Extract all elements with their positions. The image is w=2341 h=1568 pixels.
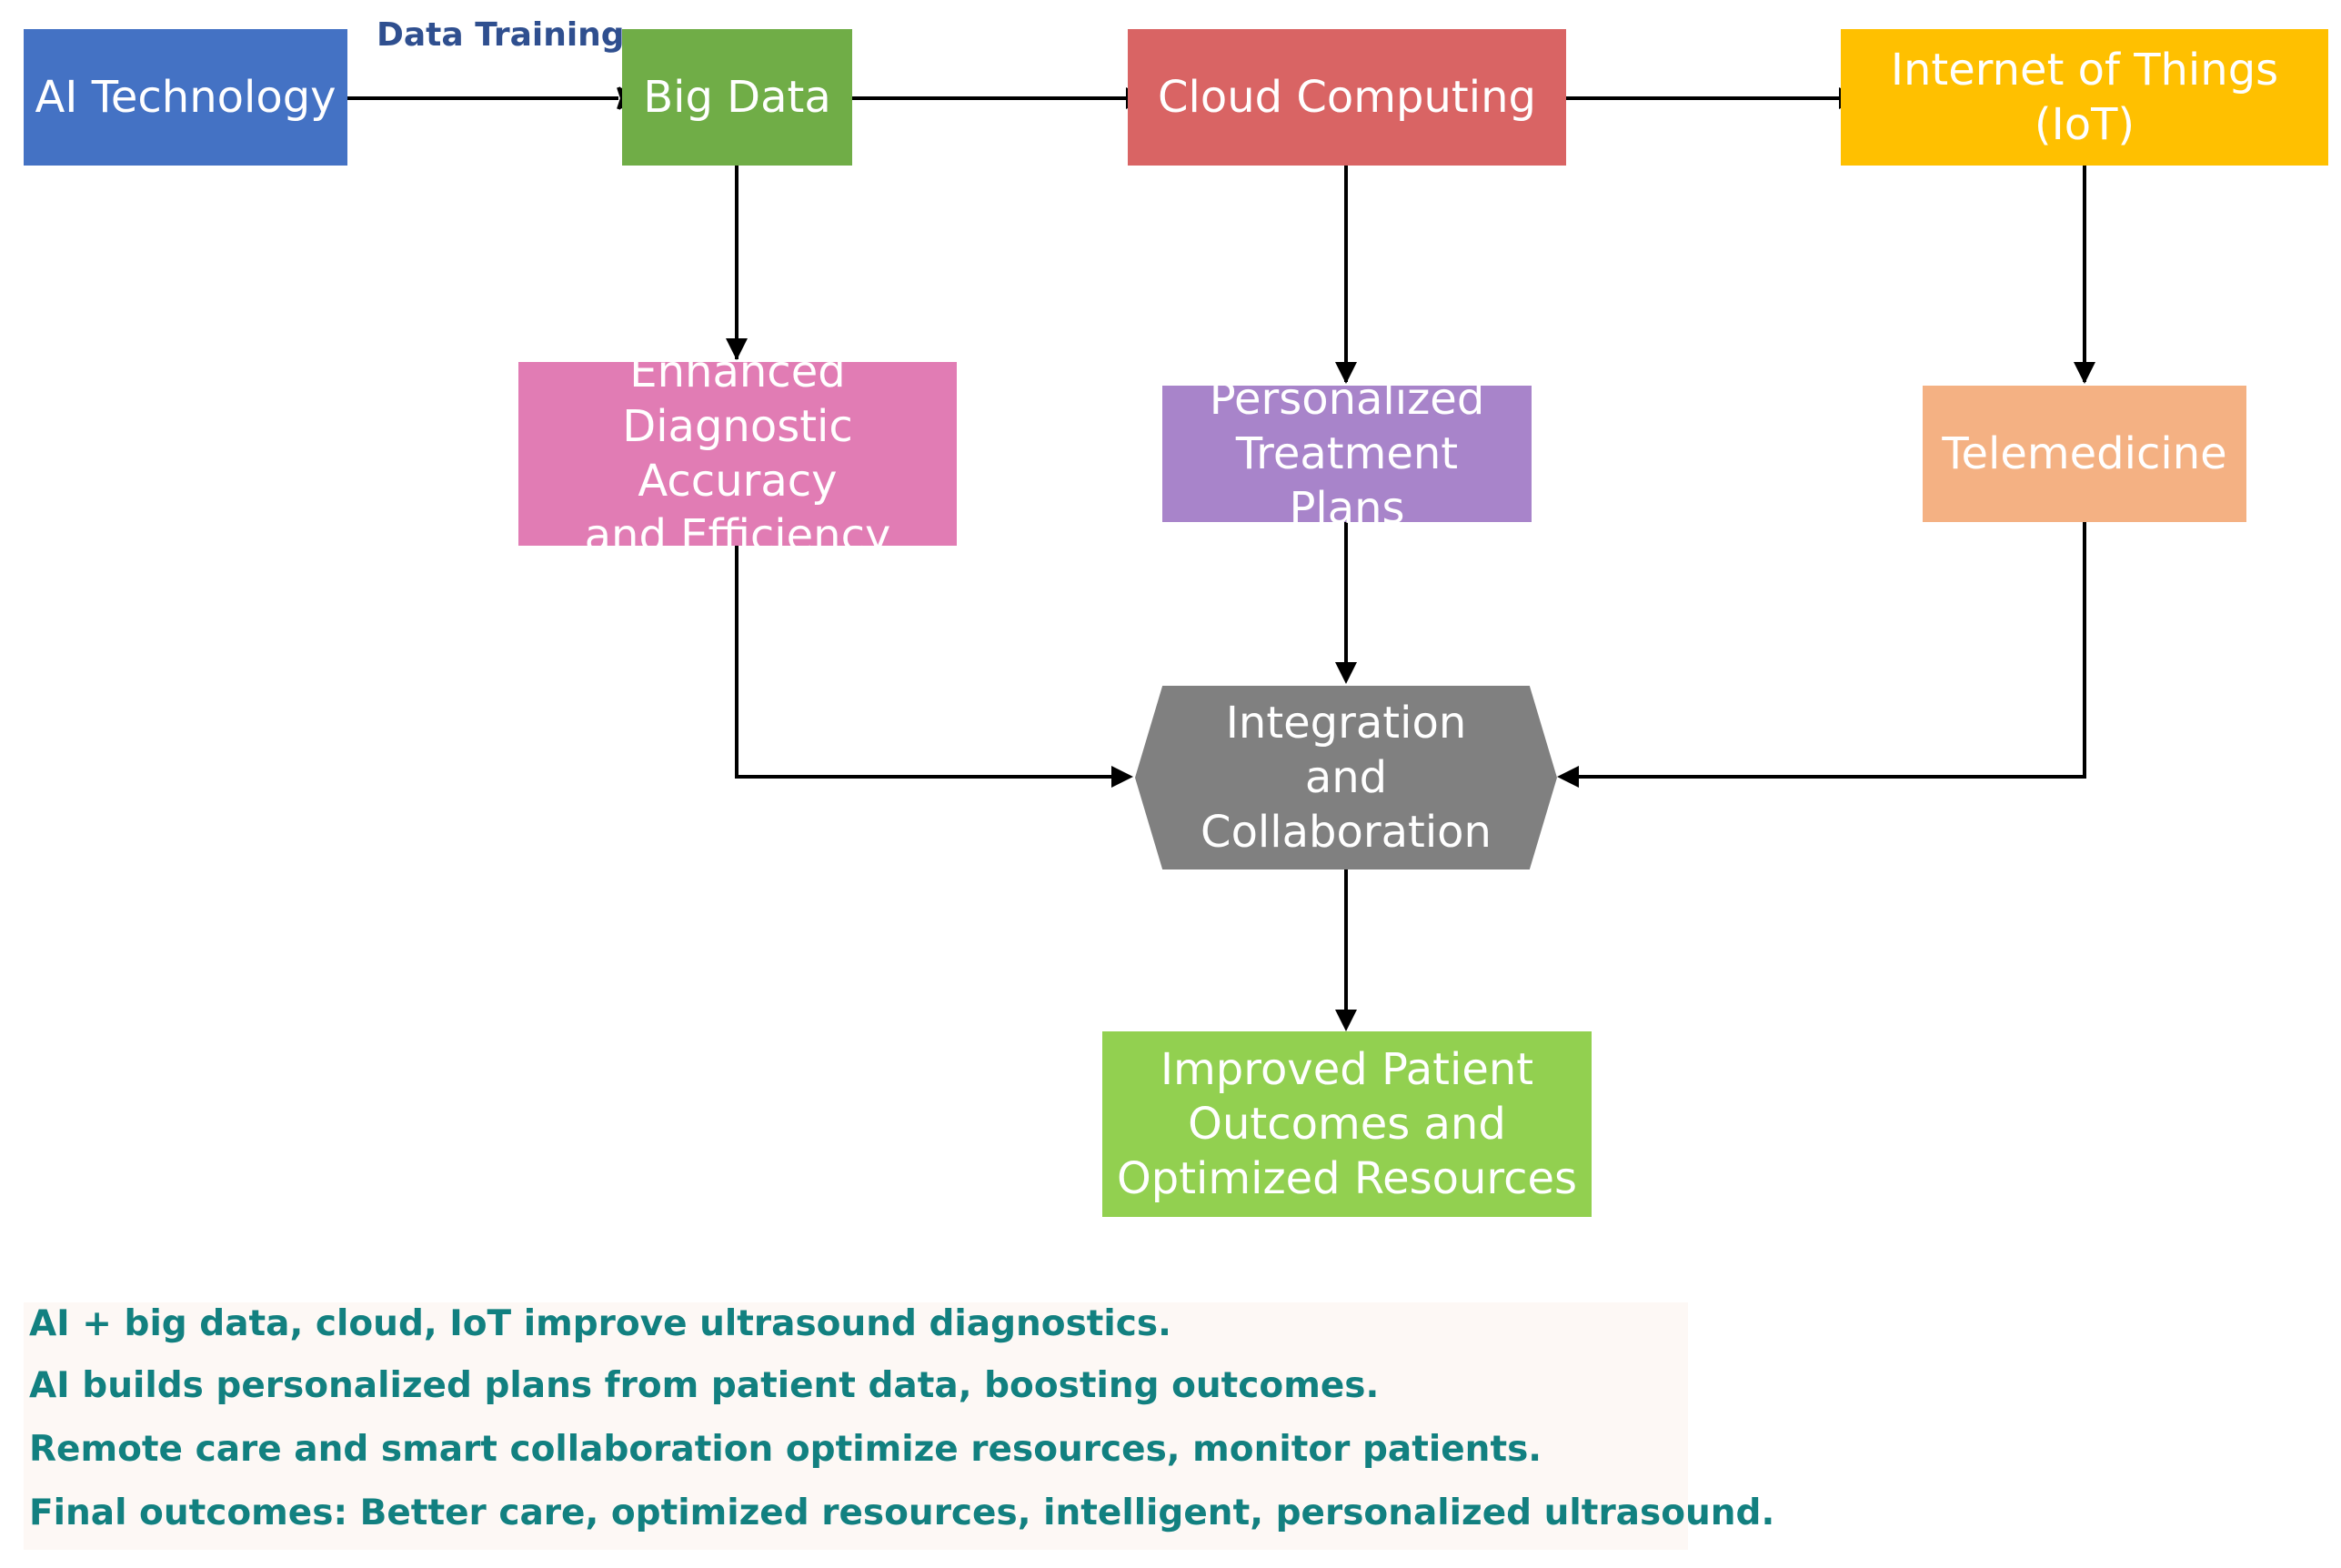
- node-big-data: Big Data: [622, 29, 852, 166]
- arrowhead-integration-left: [1111, 766, 1133, 788]
- arrowhead-integration-right: [1557, 766, 1579, 788]
- arrowhead-outcomes: [1335, 1010, 1357, 1031]
- node-cloud-computing: Cloud Computing: [1128, 29, 1566, 166]
- node-integration: Integration and Collaboration: [1135, 686, 1557, 869]
- note-line: AI builds personalized plans from patien…: [29, 1365, 1380, 1406]
- arrow-telemedicine-to-integration: [1562, 522, 2086, 779]
- node-personalized-treatment: Personalized Treatment Plans: [1162, 374, 1532, 534]
- node-telemedicine: Telemedicine: [1923, 386, 2246, 522]
- edge-label-data-training: Data Training: [377, 16, 625, 54]
- node-enhanced-diagnostic: Enhanced Diagnostic Accuracy and Efficie…: [518, 347, 957, 561]
- summary-notes: AI + big data, cloud, IoT improve ultras…: [24, 1302, 1774, 1550]
- node-ai-technology: AI Technology: [24, 29, 347, 166]
- arrowhead-enhanced: [726, 338, 748, 360]
- note-line: AI + big data, cloud, IoT improve ultras…: [29, 1303, 1171, 1344]
- arrowhead-telemedicine: [2074, 362, 2095, 384]
- arrowhead-personalized: [1335, 362, 1357, 384]
- arrow-enhanced-to-integration: [735, 546, 1128, 779]
- note-line: Remote care and smart collaboration opti…: [29, 1429, 1542, 1470]
- arrowhead-integration-top: [1335, 662, 1357, 684]
- node-improved-outcomes: Improved Patient Outcomes and Optimized …: [1102, 1031, 1592, 1217]
- node-iot: Internet of Things (IoT): [1841, 29, 2328, 166]
- note-line: Final outcomes: Better care, optimized r…: [29, 1493, 1775, 1533]
